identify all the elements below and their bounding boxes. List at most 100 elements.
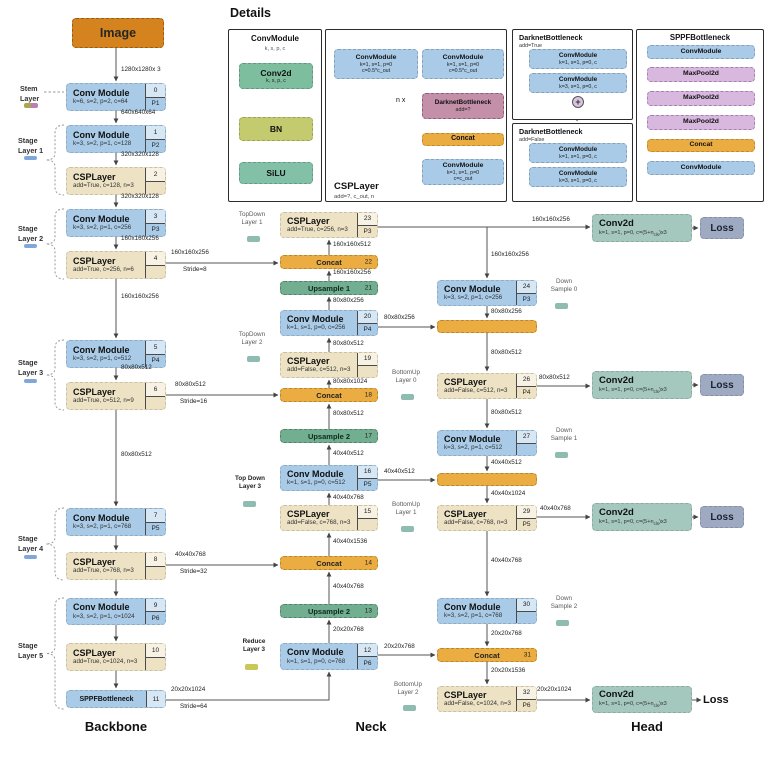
convmodule-panel-params: k, s, p, c [264,46,286,52]
down-sample-0-label: Down Sample 0 [550,278,578,294]
backbone-conv-module-7-title: Conv Module [73,512,130,523]
bottomup-layer-1-label: BottomUp Layer 1 [392,501,420,517]
head-conv2d-p5-title: Conv2d [599,506,634,518]
neck-csplayer-32-sub: add=False, c=1024, n=3 [444,700,511,708]
backbone-sppfbottleneck-11-title: SPPFBottleneck [79,695,134,703]
head-loss-4: Loss [703,694,729,706]
neck-csplayer-29-sub: add=False, c=768, n=3 [444,519,508,527]
neck-concat-28 [437,473,537,486]
neck-csplayer-23-idx: 23 [358,213,377,226]
csp-left-convmodule-title: ConvModule [355,53,397,61]
backbone-conv-module-3-idx: 3 [146,210,165,224]
neck-conv-module-20-p: P4 [363,325,372,333]
neck-conv-module-16-sub: k=1, s=1, p=0, c=512 [287,479,346,487]
csp-right-convmodule-title: ConvModule [442,53,484,61]
backbone-conv-module-7-idx: 7 [146,509,165,523]
backbone-sppfbottleneck-11-idx: 11 [146,691,165,707]
neck-conv-module-20-sub: k=1, s=1, p=0, c=256 [287,324,346,332]
backbone-conv-module-9-title: Conv Module [73,602,130,613]
dim-label-35: 20x20x1536 [491,667,526,674]
backbone-csplayer-10-index: 10 [145,644,165,670]
sppf-maxpool-1-box: MaxPool2d [647,67,755,82]
sppf-maxpool-1-title: MaxPool2d [683,70,719,78]
stage-layer-5-label: Stage Layer 5 [18,641,44,660]
head-loss-2: Loss [700,374,744,396]
dim-label-14: 20x20x1024 [171,686,206,693]
bottomup-layer-1-chip [401,526,414,532]
neck-concat-22-idx: 22 [364,258,372,266]
stage-layer-3-chip [24,379,37,383]
backbone-csplayer-2-index: 2 [145,168,165,194]
neck-csplayer-19-sub: add=False, c=512, n=3 [287,366,351,374]
bn-box: BN [239,117,313,141]
dim-label-17: 160x160x256 [333,269,371,276]
dim-label-19: 80x80x512 [333,340,364,347]
dim-label-28: 80x80x256 [491,308,522,315]
neck-conv-module-24-title: Conv Module [444,283,501,294]
backbone-csplayer-6-index: 6 [145,383,165,409]
bottomup-layer-2-chip [403,705,416,711]
sppf-convmodule-2-title: ConvModule [680,163,722,171]
backbone-csplayer-10-title: CSPLayer [73,647,116,658]
sppf-convmodule-1-box: ConvModule [647,45,755,59]
darknet-false-sub: add=False [519,137,545,143]
csp-right-convmodule-box: ConvModule k=1, s=1, p=0 c=0.5*c_out [422,49,504,79]
n-times-label: n x [396,97,406,104]
darknet-false-cm2-sub: k=3, s=1, p=0, c [559,177,597,184]
csp-left-convmodule-sub1: k=1, s=1, p=0 [359,61,393,68]
residual-add-icon: + [572,96,584,108]
dim-label-13: Stride=32 [180,568,208,575]
dim-label-6: 80x80x512 [121,364,152,371]
neck-csplayer-32-idx: 32 [517,687,536,700]
bottomup-layer-0-label: BottomUp Layer 0 [392,369,420,385]
backbone-conv-module-1-p: P2 [151,142,160,150]
neck-conv-module-20-idx: 20 [358,311,377,324]
sppf-maxpool-2-box: MaxPool2d [647,91,755,106]
neck-csplayer-32-p: P6 [522,701,531,709]
darknet-false-cm2-box: ConvModule k=3, s=1, p=0, c [529,167,627,187]
conv2d-box-title: Conv2d [260,67,292,78]
dim-label-41: 40x40x768 [540,505,571,512]
head-conv2d-p6-sub: k=1, s=1, p=0, c=(5+ncls)x3 [599,701,667,709]
backbone-csplayer-4-title: CSPLayer [73,255,116,266]
backbone-conv-module-7-p: P5 [151,525,160,533]
down-sample-0-chip [555,303,568,309]
dim-label-27: 160x160x256 [491,251,529,258]
backbone-csplayer-8-idx: 8 [146,553,165,567]
neck-conv-module-20-title: Conv Module [287,313,344,324]
darknet-true-cm2-title: ConvModule [558,75,598,83]
topdown-layer-2-label: TopDown Layer 2 [238,331,266,347]
neck-csplayer-15-p [358,519,377,531]
neck-concat-31-title: Concat [474,650,500,660]
stem-layer-label: Stem Layer [20,84,40,103]
neck-conv-module-27-index: 27 [516,431,536,455]
down-sample-1-label: Down Sample 1 [550,427,578,443]
darknetbottleneck-true-panel: DarknetBottleneck add=True ConvModule k=… [512,29,633,120]
dim-label-32: 40x40x1024 [491,490,526,497]
dim-label-26: 20x20x768 [333,626,364,633]
backbone-conv-module-0-p: P1 [151,100,160,108]
dim-label-40: 80x80x512 [539,374,570,381]
